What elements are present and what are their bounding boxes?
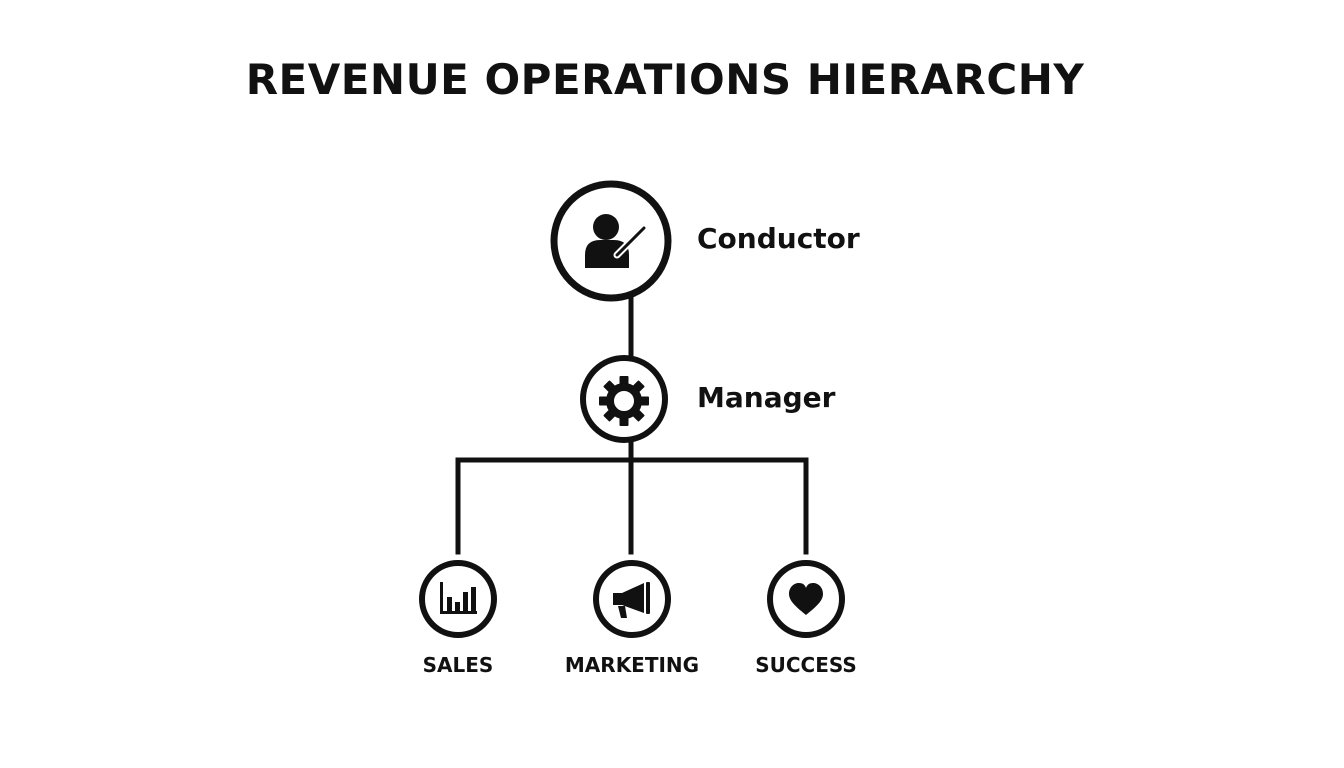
marketing-node	[593, 560, 671, 638]
manager-label: Manager	[697, 381, 836, 414]
conductor-node	[550, 180, 672, 302]
success-label: SUCCESS	[755, 653, 857, 677]
diagram-title: REVENUE OPERATIONS HIERARCHY	[245, 55, 1085, 104]
conductor-label: Conductor	[697, 222, 860, 255]
success-node	[767, 560, 845, 638]
heart-icon	[789, 583, 823, 615]
manager-node	[580, 355, 668, 443]
megaphone-icon	[613, 582, 650, 618]
sales-label: SALES	[422, 653, 494, 677]
sales-node	[419, 560, 497, 638]
connectors	[455, 295, 809, 555]
marketing-label: MARKETING	[564, 653, 700, 677]
department-branch-connector	[455, 457, 809, 555]
conductor-person-icon	[585, 214, 648, 268]
bar-chart-icon	[440, 582, 477, 614]
gear-icon	[599, 376, 649, 426]
